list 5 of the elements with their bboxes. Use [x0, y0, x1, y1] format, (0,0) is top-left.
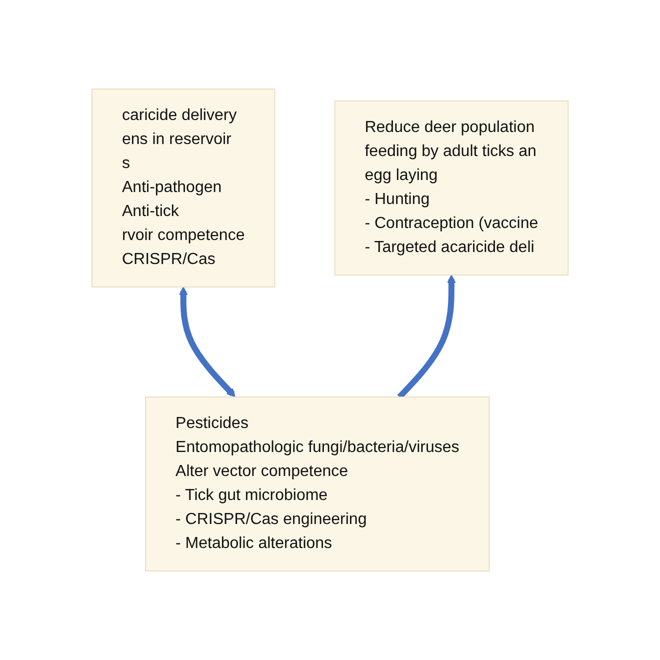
arrow: [178, 286, 236, 398]
node-box: caricide delivery ens in reservoir s Anti-pathogen Anti-tick rvoir competence CRISPR/Cas: [91, 88, 276, 288]
node-box: Reduce deer population feeding by adult ticks an egg laying - Hunting - Contraception (vaccine - Targeted acaricide deli: [334, 100, 569, 276]
arrow: [397, 274, 456, 400]
node-box: Pesticides Entomopathologic fungi/bacteria/viruses Alter vector competence - Tick gut microbiome - CRISPR/Cas engineering - Metabolic alterations: [144, 396, 490, 572]
